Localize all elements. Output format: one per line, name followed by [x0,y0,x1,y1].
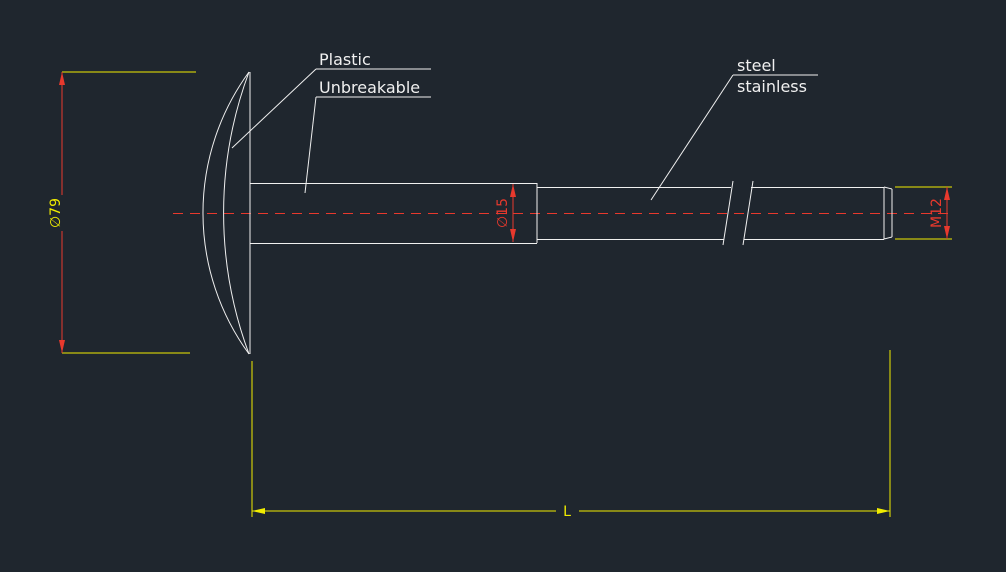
dim-value-length[interactable]: L [563,504,571,520]
arrow-up [510,184,516,197]
leader-plastic[interactable]: Plastic Unbreakable [231,50,431,194]
arrow-down [944,226,950,239]
dim-length[interactable]: L [251,350,891,520]
bolt-head[interactable] [202,71,251,355]
label-steel[interactable]: steel [737,56,776,75]
rod-chamfer-top-line[interactable] [883,186,893,190]
label-plastic[interactable]: Plastic [319,50,371,69]
leader-line-unbreakable[interactable] [304,96,317,194]
arrow-up [944,187,950,200]
head-outer-arc[interactable] [202,71,250,355]
arrow-down [59,340,65,353]
head-inner-arc[interactable] [223,71,250,355]
leader-line-steel[interactable] [650,74,734,201]
break-line-right[interactable] [742,180,754,246]
leader-steel[interactable]: steel stainless [650,56,818,201]
arrow-up [59,72,65,85]
rod-chamfer-bottom-line[interactable] [883,236,893,240]
dim-thread[interactable]: M12 [895,186,952,240]
label-stainless[interactable]: stainless [737,77,807,96]
dim-shaft-diameter[interactable]: ∅15 [495,184,516,242]
arrow-down [510,229,516,242]
leader-line-plastic[interactable] [231,68,317,149]
label-unbreakable[interactable]: Unbreakable [319,78,420,97]
arrow-right [877,508,890,514]
arrow-left [252,508,265,514]
plastic-shaft[interactable] [250,183,538,244]
dim-value-thread[interactable]: M12 [929,198,945,228]
dim-head-diameter[interactable]: ∅79 [48,71,196,354]
steel-rod[interactable] [537,180,893,246]
dim-value-shaft-diameter[interactable]: ∅15 [495,198,511,228]
break-line-left[interactable] [722,180,734,246]
dim-value-head-diameter[interactable]: ∅79 [48,198,64,228]
